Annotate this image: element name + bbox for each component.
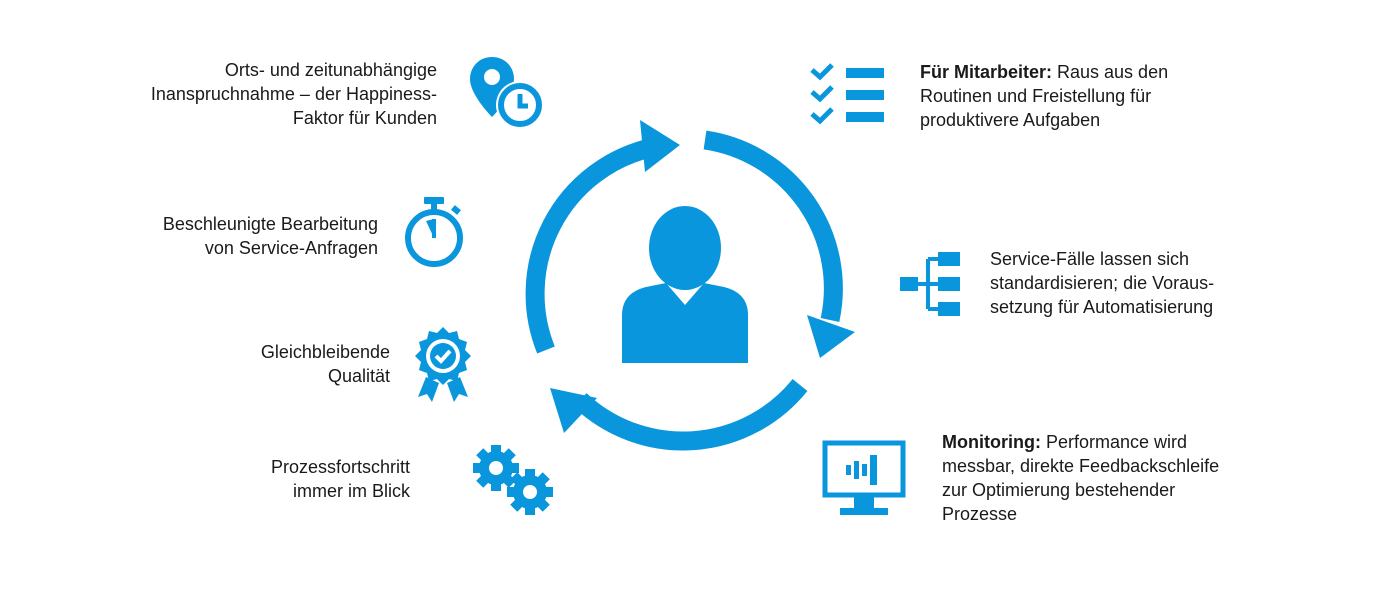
right-item-2-text: Service-Fälle lassen sich standardisiere…: [990, 247, 1214, 319]
arrowhead-left: [550, 388, 597, 433]
left-item-1-line-1: Orts- und zeitunabhängige: [224, 60, 437, 80]
left-item-3-line-2: Qualität: [327, 366, 390, 386]
cycle-arrows: [525, 120, 855, 451]
gears-icon: [473, 445, 553, 515]
person-icon: [622, 206, 748, 363]
right-item-2-line-1: Service-Fälle lassen sich: [990, 249, 1190, 269]
right-item-1-line-1: Für Mitarbeiter: Raus aus den: [920, 60, 1168, 84]
arrowhead-top: [640, 120, 680, 172]
right-item-1-text: Für Mitarbeiter: Raus aus den Routinen u…: [920, 60, 1168, 132]
left-item-1-text: Orts- und zeitunabhängige Inanspruchnahm…: [151, 58, 437, 130]
right-item-1-bold: Für Mitarbeiter:: [920, 62, 1053, 82]
left-item-3-text: Gleichbleibende Qualität: [261, 340, 390, 388]
left-item-2-line-1: Beschleunigte Bearbeitung: [162, 214, 378, 234]
stopwatch-icon: [405, 197, 463, 267]
hierarchy-icon: [900, 252, 960, 316]
left-item-2-line-2: von Service-Anfragen: [204, 238, 378, 258]
arrowhead-right: [807, 315, 855, 358]
right-item-3-line-1: Monitoring: Performance wird: [942, 430, 1219, 454]
right-item-1-line-3: produktivere Aufgaben: [920, 110, 1101, 130]
location-clock-icon: [470, 57, 544, 129]
left-item-3-line-1: Gleichbleibende: [260, 342, 390, 362]
left-item-4-text: Prozessfortschritt immer im Blick: [271, 455, 410, 503]
right-item-1-line-1-rest: Raus aus den: [1052, 62, 1169, 82]
right-item-3-text: Monitoring: Performance wird messbar, di…: [942, 430, 1219, 526]
right-item-3-bold: Monitoring:: [942, 432, 1041, 452]
checklist-icon: [810, 63, 884, 125]
right-item-3-line-1-rest: Performance wird: [1040, 432, 1188, 452]
monitor-chart-icon: [822, 440, 906, 515]
right-item-2-line-2: standardisieren; die Voraus-: [990, 273, 1215, 293]
right-item-3-line-3: zur Optimierung bestehender: [942, 480, 1176, 500]
right-item-1-line-2: Routinen und Freistellung für: [920, 86, 1152, 106]
right-item-3-line-2: messbar, direkte Feedbackschleife: [942, 456, 1220, 476]
right-item-2-line-3: setzung für Automatisierung: [990, 297, 1214, 317]
award-badge-icon: [415, 327, 471, 402]
right-item-3-line-4: Prozesse: [942, 504, 1018, 524]
left-item-1-line-3: Faktor für Kunden: [292, 108, 437, 128]
left-item-4-line-1: Prozessfortschritt: [270, 457, 410, 477]
left-item-2-text: Beschleunigte Bearbeitung von Service-An…: [163, 212, 378, 260]
left-item-1-line-2: Inanspruchnahme – der Happiness-: [150, 84, 437, 104]
left-item-4-line-2: immer im Blick: [293, 481, 410, 501]
